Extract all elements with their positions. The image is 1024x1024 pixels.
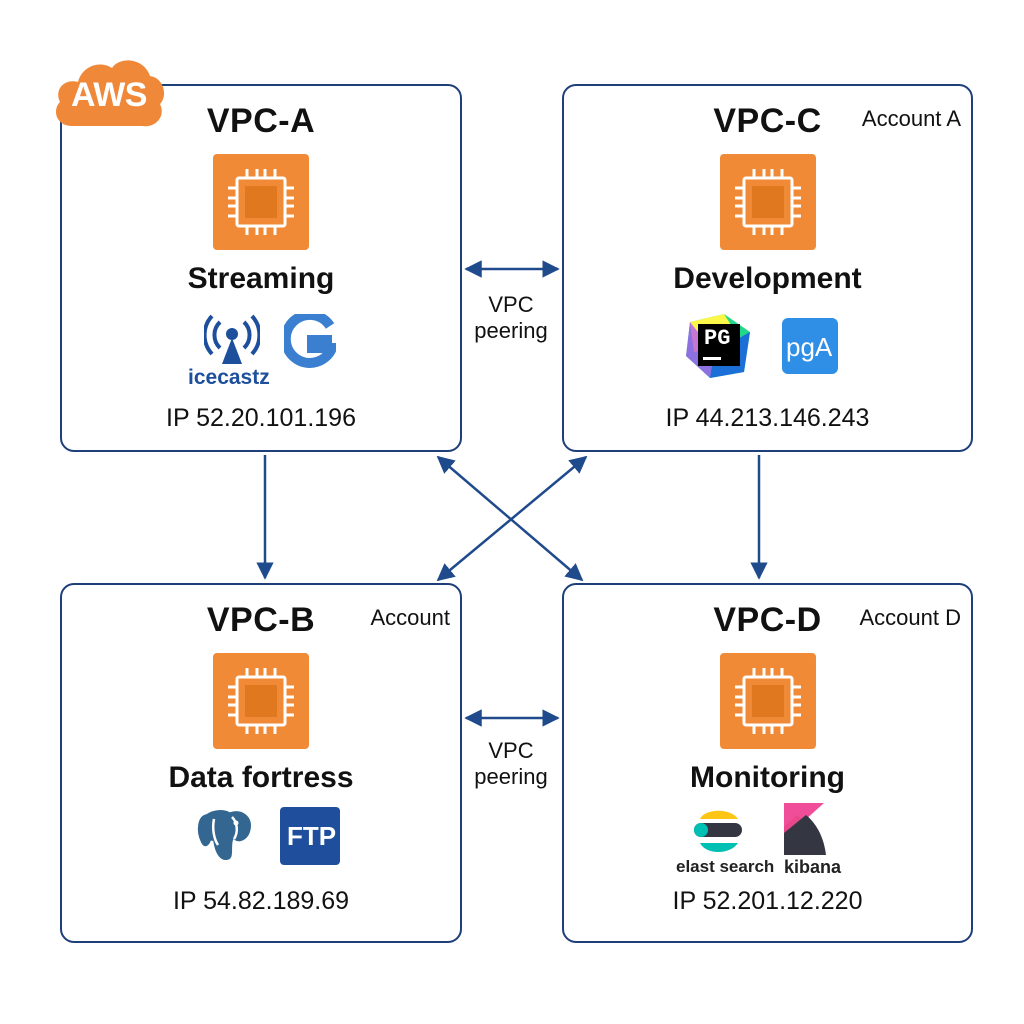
ftp-caption: FTP [287,821,337,851]
vpc-ip: IP 52.201.12.220 [672,887,863,915]
pgadmin-caption: pgA [786,332,833,362]
ec2-chip-icon [719,154,816,250]
pgadmin-icon [782,318,838,374]
kibana-caption: kibana [784,857,842,877]
postgresql-icon [192,805,256,867]
cross-arrow-c-b [436,455,588,582]
vpc-role: Streaming [187,262,335,295]
peering-label-top: VPC peering [474,292,548,343]
icecast-caption: icecastz [188,366,270,389]
aws-cloud-badge: AWS [50,52,168,130]
vpc-role: Monitoring [690,761,845,794]
vpc-title: VPC-B [206,601,316,639]
account-label: Account [370,605,451,630]
g-icon [284,314,336,370]
ec2-chip-icon [213,154,309,250]
vpc-title: VPC-D [713,601,822,639]
vpc-d-panel[interactable]: VPC-D Account D Monitoring elast search [562,583,973,943]
vpc-ip: IP 44.213.146.243 [665,404,870,432]
vpc-b-panel[interactable]: VPC-B Account Data fortress FTP IP 54.82… [60,583,462,943]
icecast-icon [204,308,260,364]
vpc-role: Development [673,262,862,295]
elasticsearch-icon [690,805,744,857]
vpc-title: VPC-C [713,102,822,140]
kibana-icon [784,803,830,855]
ec2-chip-icon [719,653,816,749]
vpc-role: Data fortress [168,761,354,794]
pycharm-caption: PG [704,326,731,351]
vpc-a-panel[interactable]: VPC-A Streaming icecastz IP 52.20.101.19… [60,84,462,452]
vpc-c-panel[interactable]: VPC-C Account A Development PG pgA IP 44… [562,84,973,452]
vpc-ip: IP 52.20.101.196 [166,404,356,432]
vpc-title: VPC-A [206,102,316,140]
ec2-chip-icon [213,653,309,749]
ftp-icon [280,807,340,865]
elasticsearch-caption: elast search [676,857,775,876]
account-label: Account D [859,605,962,630]
vpc-ip: IP 54.82.189.69 [172,887,350,915]
account-label: Account A [861,106,961,131]
aws-badge-label: AWS [71,76,147,114]
pycharm-icon [684,312,754,380]
peering-label-bottom: VPC peering [474,738,548,789]
